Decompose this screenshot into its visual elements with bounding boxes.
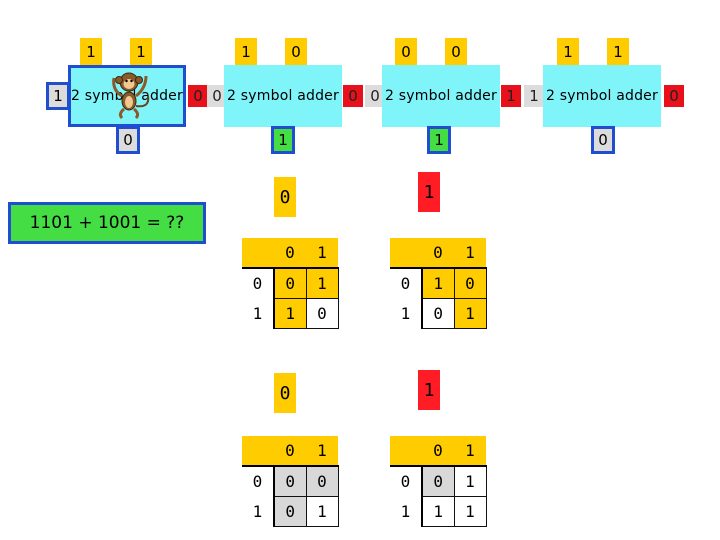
row-header: 0: [390, 268, 423, 298]
adder2-input-b: 0: [285, 38, 307, 66]
adder3-output: 1: [427, 126, 451, 154]
table-cell: 1: [421, 267, 455, 299]
carry-answer: 1: [418, 370, 440, 410]
table-cell: 0: [421, 465, 455, 497]
row-header: 1: [390, 298, 423, 328]
adder4-carry-out: 0: [664, 85, 684, 107]
col-header: 1: [454, 436, 486, 467]
row-header: 0: [242, 268, 275, 298]
adder4-input-b: 1: [607, 38, 629, 66]
col-header: 0: [422, 238, 454, 269]
table-cell: 0: [305, 465, 339, 497]
table-corner: [242, 238, 274, 269]
adder4-label: 2 symbol adder: [546, 88, 658, 104]
adder4-box[interactable]: 2 symbol adder: [543, 65, 661, 127]
table-cell: 0: [305, 297, 339, 329]
adder1-input-a: 1: [80, 38, 102, 66]
table-cell: 1: [305, 495, 339, 527]
table-corner: [390, 238, 422, 269]
col-header: 1: [454, 238, 486, 269]
adder2-output: 1: [271, 126, 295, 154]
col-header: 0: [274, 436, 306, 467]
table-cell: 0: [421, 297, 455, 329]
col-header: 1: [306, 436, 338, 467]
table-cell: 1: [453, 495, 487, 527]
adder3-carry-in: 0: [365, 85, 385, 107]
adder4-carry-in: 1: [524, 85, 544, 107]
adder3-box[interactable]: 2 symbol adder: [382, 65, 500, 127]
table-cell: 0: [453, 267, 487, 299]
table-corner: [242, 436, 274, 467]
question-box: 1101 + 1001 = ??: [8, 202, 206, 244]
adder4-input-a: 1: [557, 38, 579, 66]
row-header: 1: [390, 496, 423, 526]
adder2-carry-out: 0: [343, 85, 363, 107]
adder3-input-a: 0: [395, 38, 417, 66]
table-cell: 1: [421, 495, 455, 527]
row-header: 1: [242, 298, 275, 328]
adder1-output: 0: [116, 126, 140, 154]
table-cell: 1: [305, 267, 339, 299]
carry-table: 0 1 0 0 1 1 1 1: [390, 436, 487, 527]
adder3-carry-out: 1: [501, 85, 521, 107]
sum-answer: 0: [274, 177, 296, 217]
adder3-input-b: 0: [445, 38, 467, 66]
sum-answer: 0: [274, 373, 296, 413]
adder2-carry-in: 0: [207, 85, 227, 107]
table-cell: 0: [273, 465, 307, 497]
adder2-label: 2 symbol adder: [227, 88, 339, 104]
adder1-input-b: 1: [130, 38, 152, 66]
row-header: 1: [242, 496, 275, 526]
table-cell: 1: [453, 297, 487, 329]
col-header: 1: [306, 238, 338, 269]
table-cell: 0: [273, 495, 307, 527]
carry-answer: 1: [418, 172, 440, 212]
adder1-carry-in: 1: [46, 82, 70, 110]
adder2-input-a: 1: [235, 38, 257, 66]
table-corner: [390, 436, 422, 467]
col-header: 0: [274, 238, 306, 269]
table-cell: 0: [273, 267, 307, 299]
table-cell: 1: [453, 465, 487, 497]
sum-table: 0 1 0 0 1 1 1 0: [242, 238, 339, 329]
col-header: 0: [422, 436, 454, 467]
adder2-box[interactable]: 2 symbol adder: [224, 65, 342, 127]
table-cell: 1: [273, 297, 307, 329]
row-header: 0: [242, 466, 275, 496]
adder4-output: 0: [591, 126, 615, 154]
adder3-label: 2 symbol adder: [385, 88, 497, 104]
question-text: 1101 + 1001 = ??: [29, 213, 185, 233]
carry-table: 0 1 0 1 0 1 0 1: [390, 238, 487, 329]
adder1-carry-out: 0: [188, 85, 208, 107]
monkey-icon: [112, 72, 150, 120]
row-header: 0: [390, 466, 423, 496]
sum-table: 0 1 0 0 0 1 0 1: [242, 436, 339, 527]
